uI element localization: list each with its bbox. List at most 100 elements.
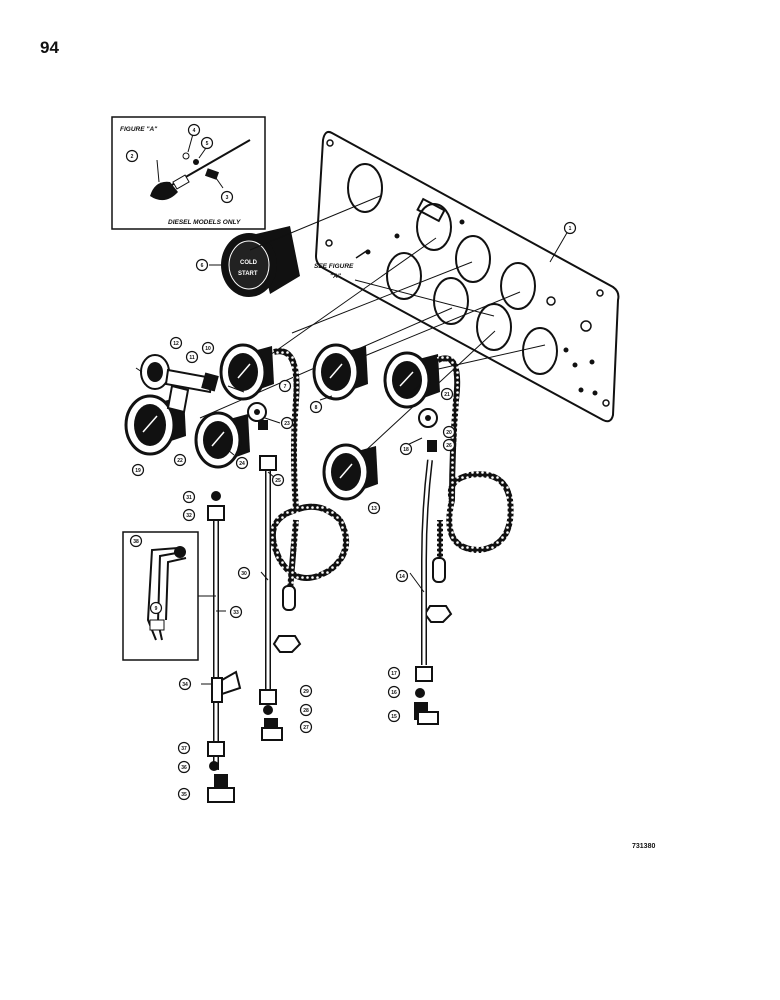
callout-21: 21 (440, 387, 454, 401)
svg-text:37: 37 (181, 746, 187, 752)
figure-a-inset: FIGURE "A" DIESEL MODELS ONLY (111, 116, 266, 230)
callout-13: 13 (367, 501, 381, 515)
callout-15: 15 (387, 709, 401, 723)
callout-19: 19 (131, 463, 145, 477)
callout-22: 22 (173, 453, 187, 467)
svg-text:36: 36 (181, 765, 187, 771)
svg-text:32: 32 (186, 513, 192, 519)
gauge-7 (219, 343, 274, 401)
callout-26: 26 (442, 438, 456, 452)
callout-31: 31 (182, 490, 196, 504)
svg-text:38: 38 (133, 539, 139, 545)
callout-9: 9 (149, 601, 163, 615)
tube-fittings (207, 455, 433, 771)
svg-text:28: 28 (303, 708, 309, 714)
callout-3: 3 (220, 190, 234, 204)
capillary-coil-left (269, 348, 350, 591)
callout-36: 36 (177, 760, 191, 774)
callout-17: 17 (387, 666, 401, 680)
callout-5: 5 (200, 136, 214, 150)
callout-37: 37 (177, 741, 191, 755)
capillary-coil-right (436, 355, 514, 560)
cold-start-text-line1: COLD (240, 260, 258, 266)
callout-7: 7 (278, 379, 292, 393)
callout-10: 10 (201, 341, 215, 355)
svg-text:25: 25 (275, 478, 281, 484)
cold-start-button: COLD START (209, 226, 300, 297)
svg-text:15: 15 (391, 714, 397, 720)
svg-text:19: 19 (135, 468, 141, 474)
svg-text:22: 22 (177, 458, 183, 464)
callout-6: 6 (195, 258, 209, 272)
svg-text:8: 8 (315, 405, 318, 411)
callout-28: 28 (299, 703, 313, 717)
figure-a-note: DIESEL MODELS ONLY (168, 219, 241, 226)
callout-27: 27 (299, 720, 313, 734)
callout-16: 16 (387, 685, 401, 699)
svg-text:34: 34 (182, 682, 188, 688)
callout-1: 1 (563, 221, 577, 235)
svg-text:18: 18 (403, 447, 409, 453)
gauge-8 (312, 343, 368, 401)
figure-reference-code: 731380 (632, 843, 656, 850)
callout-38: 38 (129, 534, 143, 548)
gauge-19 (124, 394, 186, 456)
svg-text:2: 2 (131, 154, 134, 160)
instrument-panel-plate (314, 130, 620, 423)
svg-text:10: 10 (205, 346, 211, 352)
svg-text:26: 26 (446, 443, 452, 449)
svg-text:27: 27 (303, 725, 309, 731)
svg-text:14: 14 (399, 574, 405, 580)
see-figure-a-note: SEE FIGURE "A" (314, 249, 369, 280)
callout-20: 20 (442, 425, 456, 439)
elbow-fitting-23 (247, 402, 268, 430)
svg-text:24: 24 (239, 461, 245, 467)
svg-text:31: 31 (186, 495, 192, 501)
callout-18: 18 (399, 442, 413, 456)
capillary-bulb-left (272, 585, 302, 653)
gauge-12-and-fitting-11 (135, 354, 219, 414)
svg-text:SEE FIGURE: SEE FIGURE (314, 263, 354, 270)
callout-2: 2 (125, 149, 139, 163)
callout-23: 23 (280, 416, 294, 430)
svg-text:35: 35 (181, 792, 187, 798)
callout-33: 33 (229, 605, 243, 619)
svg-text:23: 23 (284, 421, 290, 427)
elbow-fitting-15 (414, 702, 439, 725)
svg-text:30: 30 (241, 571, 247, 577)
svg-text:20: 20 (446, 430, 452, 436)
svg-text:12: 12 (173, 341, 179, 347)
svg-text:6: 6 (201, 263, 204, 269)
figure-a-title: FIGURE "A" (120, 126, 158, 133)
elbow-fitting-18 (418, 408, 438, 452)
callout-11: 11 (185, 350, 199, 364)
callout-8: 8 (309, 400, 323, 414)
elbow-fitting-35 (207, 774, 235, 803)
cold-start-text-line2: START (238, 271, 258, 277)
callout-35: 35 (177, 787, 191, 801)
callout-markers: 1 2 3 4 5 6 7 8 9 10 11 12 13 14 15 16 1… (125, 123, 577, 801)
callout-12: 12 (169, 336, 183, 350)
callout-25: 25 (271, 473, 285, 487)
elbow-fitting-27 (261, 718, 283, 741)
gauge-13 (322, 443, 378, 501)
wiring-harness-inset (122, 531, 216, 661)
svg-text:9: 9 (155, 606, 158, 612)
svg-text:5: 5 (206, 141, 209, 147)
svg-text:33: 33 (233, 610, 239, 616)
svg-text:"A": "A" (330, 273, 342, 280)
svg-text:3: 3 (226, 195, 229, 201)
gauge-22 (194, 411, 250, 469)
svg-text:7: 7 (284, 384, 287, 390)
assembly-guide-lines (199, 195, 546, 466)
svg-text:16: 16 (391, 690, 397, 696)
gauge-21 (383, 351, 440, 409)
svg-text:29: 29 (303, 689, 309, 695)
svg-text:1: 1 (569, 226, 572, 232)
svg-text:17: 17 (391, 671, 397, 677)
svg-text:13: 13 (371, 506, 377, 512)
callout-14: 14 (395, 569, 409, 583)
callout-29: 29 (299, 684, 313, 698)
svg-text:11: 11 (189, 355, 195, 361)
